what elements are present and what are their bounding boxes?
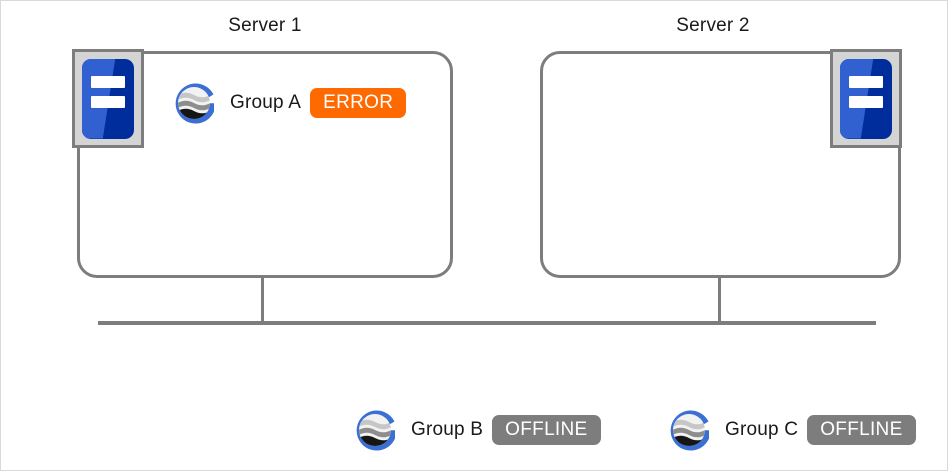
group-row-c[interactable]: Group C OFFLINE	[664, 404, 916, 456]
server-2-drop-line	[718, 277, 721, 325]
server-2-title: Server 2	[676, 15, 750, 36]
server-icon	[840, 58, 892, 139]
group-row-a[interactable]: Group A ERROR	[169, 77, 407, 129]
server-1-title: Server 1	[228, 15, 302, 36]
server-2-icon-tile[interactable]	[830, 49, 902, 148]
network-bus-line	[98, 321, 876, 325]
group-a-status-badge[interactable]: ERROR	[310, 88, 407, 118]
group-c-label: Group C	[725, 419, 799, 440]
globe-g-logo-icon	[670, 410, 709, 451]
group-b-label: Group B	[411, 419, 484, 440]
globe-g-logo-icon	[175, 83, 214, 124]
group-b-status-badge[interactable]: OFFLINE	[492, 415, 601, 445]
group-row-b[interactable]: Group B OFFLINE	[350, 404, 601, 456]
server-icon	[82, 58, 134, 139]
server-1-icon-tile[interactable]	[72, 49, 144, 148]
group-c-status-badge[interactable]: OFFLINE	[807, 415, 916, 445]
server-1-drop-line	[261, 277, 264, 325]
globe-g-logo-icon	[356, 410, 395, 451]
group-a-label: Group A	[230, 92, 302, 113]
